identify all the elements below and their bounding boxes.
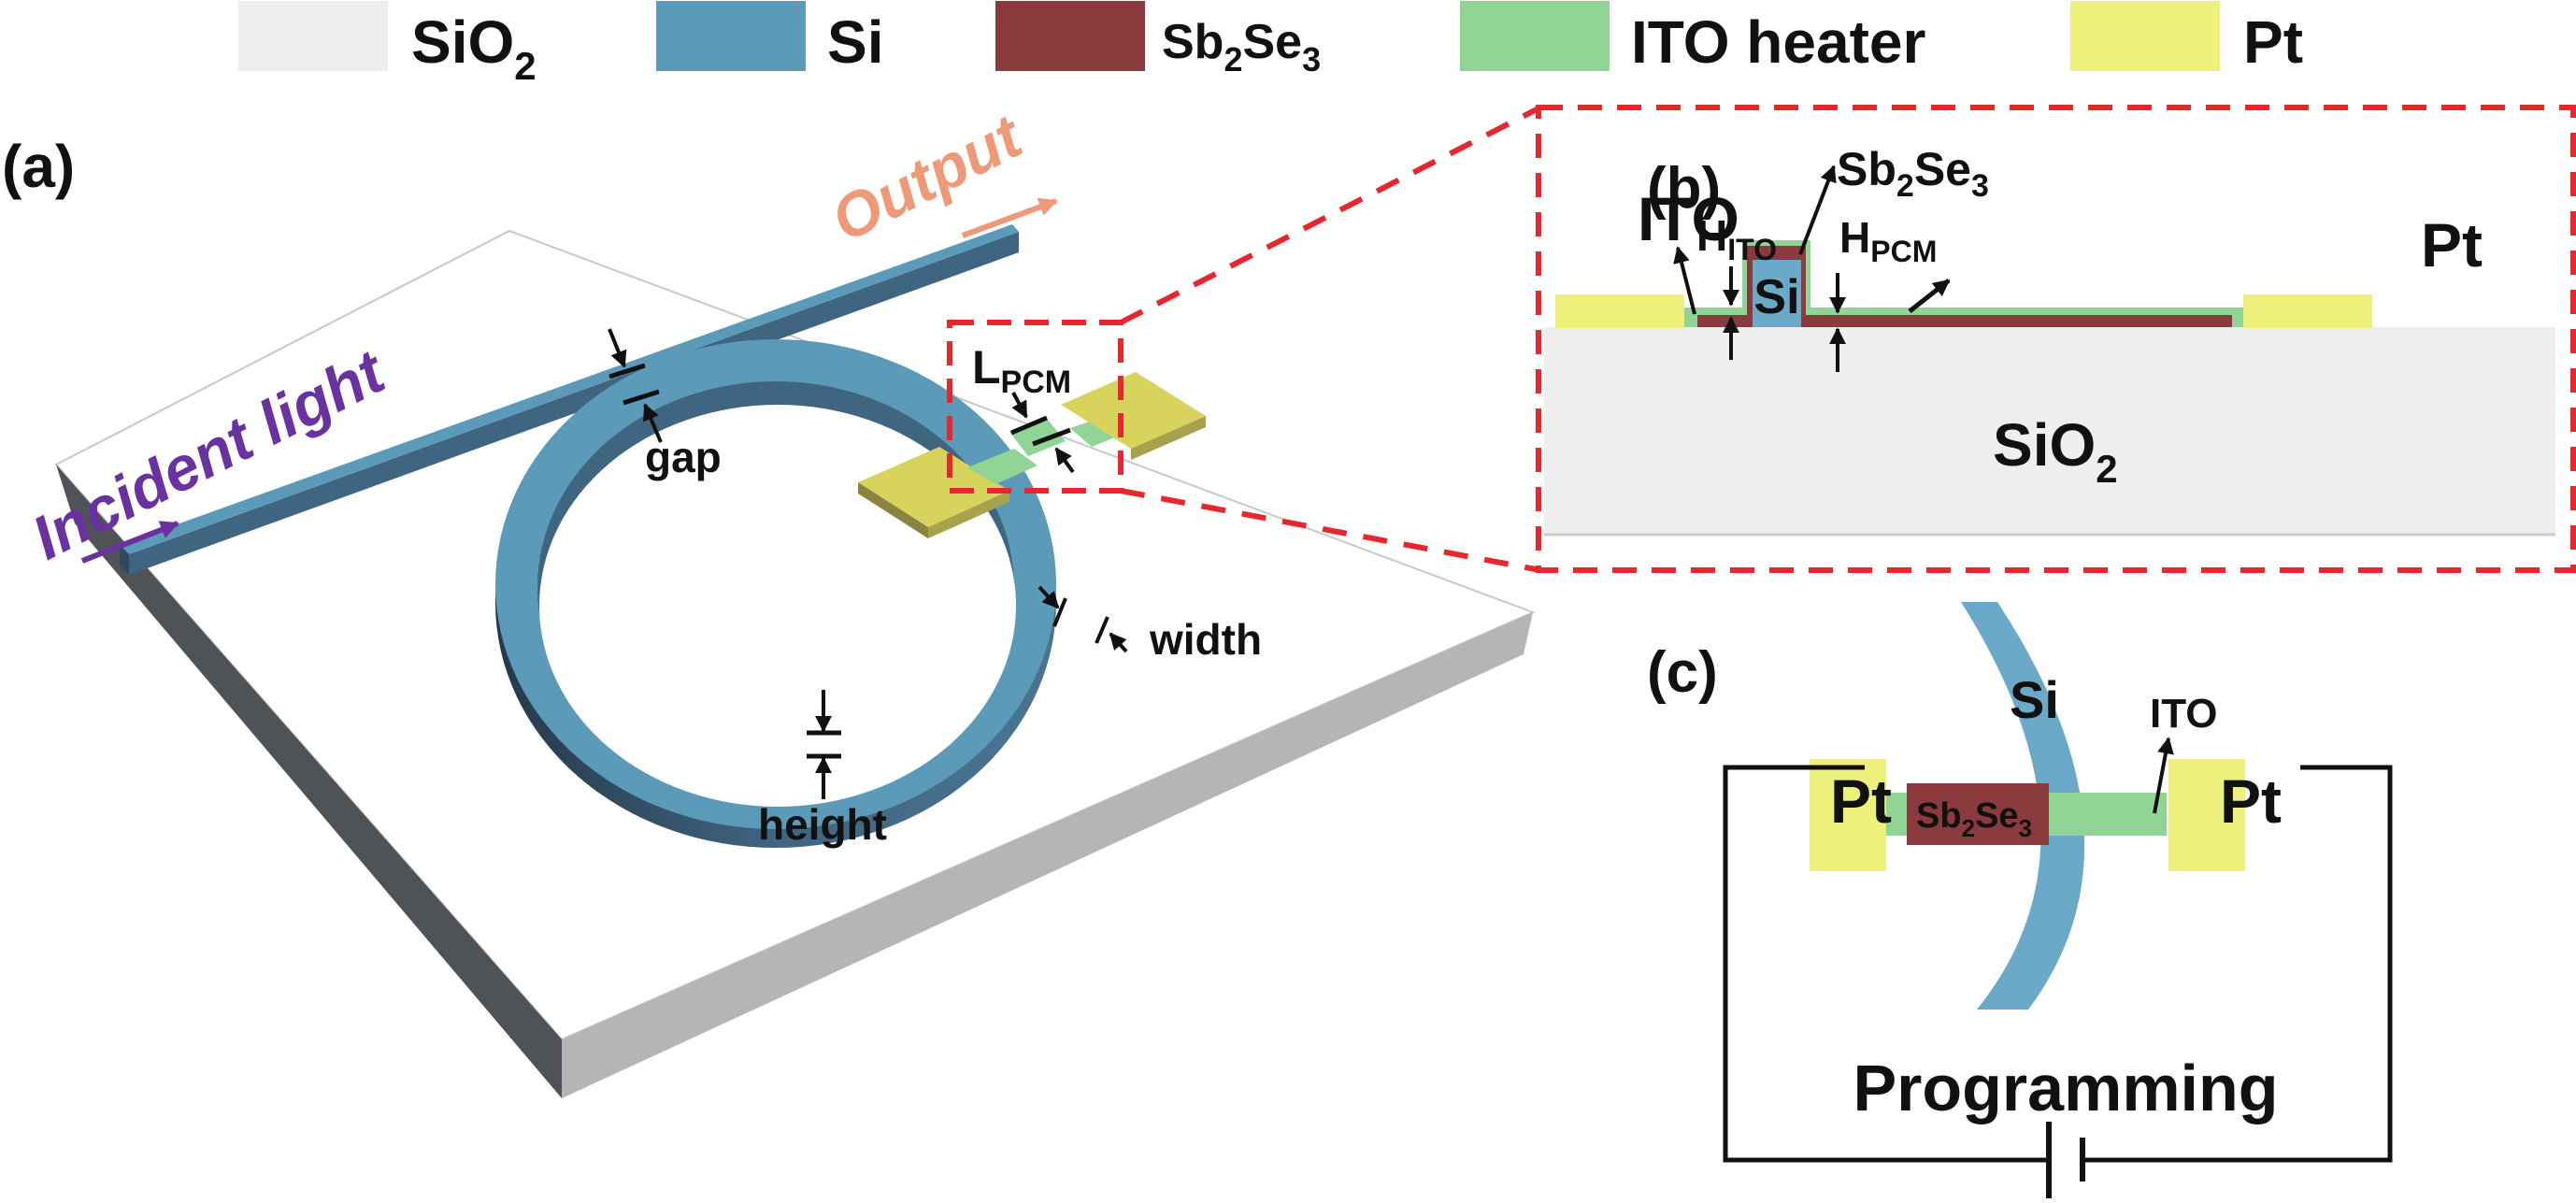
width-label: width (1149, 615, 1262, 664)
ito-strip-left (967, 449, 1038, 484)
legend-swatch-si (656, 1, 806, 71)
programming-label: Programming (1853, 1052, 2278, 1124)
pt-pad-c-right (2168, 759, 2245, 871)
pt-label-c-right: Pt (2220, 766, 2282, 836)
width-arrow-outer (1109, 632, 1128, 653)
panel-b: (b) SiO2 Si ITO HITO Sb2Se3 HPCM Pt (1536, 105, 2576, 573)
gap-label: gap (645, 433, 722, 481)
legend-label-sio2: SiO2 (411, 8, 537, 88)
callout-line-lower (1120, 488, 1541, 573)
lpcm-label: LPCM (972, 341, 1071, 400)
pt-pad-b-left (1555, 294, 1684, 328)
legend-label-sb2se3: Sb2Se3 (1162, 15, 1321, 79)
pt-label-c-left: Pt (1830, 766, 1892, 836)
width-tick-outer (1095, 616, 1109, 644)
sio2-label-b: SiO2 (1993, 411, 2118, 491)
legend: SiO2 Si Sb2Se3 ITO heater Pt (238, 1, 2303, 88)
ito-label-c: ITO (2150, 691, 2218, 737)
callout-line-upper (1119, 105, 1542, 325)
pt-pad-c-left (1810, 759, 1886, 871)
sio2-substrate (1544, 327, 2555, 535)
width-arrow-inner (1038, 585, 1060, 609)
legend-label-pt: Pt (2243, 8, 2303, 76)
sb2se3-label-b: Sb2Se3 (1837, 143, 1989, 204)
panel-c-label: (c) (1647, 640, 1718, 705)
sb2se3-c (1907, 783, 2049, 845)
lpcm-arrow-2 (1054, 447, 1075, 474)
legend-swatch-sio2 (238, 1, 388, 71)
legend-swatch-ito (1460, 1, 1610, 71)
circuit-wire-left (1723, 765, 2048, 1163)
pt-pad-right (1061, 372, 1206, 449)
bus-waveguide-side (129, 232, 1019, 575)
panel-a-label: (a) (2, 133, 75, 200)
pt-label-b: Pt (2421, 210, 2483, 279)
lpcm-tick (1010, 415, 1048, 436)
sb2se3-label-c: Sb2Se3 (1916, 796, 2032, 842)
h-pcm-label: HPCM (1839, 213, 1937, 268)
gap-tick-bottom (623, 389, 660, 406)
incident-arrow-icon (80, 521, 179, 564)
legend-label-si: Si (827, 8, 883, 76)
pt-pad-b-right (2243, 294, 2372, 328)
legend-swatch-pt (2070, 1, 2220, 71)
callout-box-a (947, 320, 1123, 494)
bus-waveguide-end (120, 545, 129, 575)
si-arc-c (1961, 602, 2085, 1010)
pt-pad-left (858, 447, 1009, 527)
si-label-c: Si (2010, 670, 2059, 729)
ito-label-b: ITO (1638, 184, 1739, 253)
si-core-b (1753, 260, 1801, 327)
si-label-b: Si (1753, 270, 1799, 324)
ring-resonator (495, 339, 1056, 848)
panel-a: (a) Inciden (2, 100, 1542, 1098)
sb2se3-layer-b (1697, 246, 2232, 327)
legend-swatch-sb2se3 (995, 1, 1145, 71)
lpcm-tick-2 (1032, 427, 1071, 447)
pt-pad-left-side (858, 482, 928, 538)
legend-label-ito-heater: ITO heater (1631, 8, 1925, 76)
callout-box-b (1536, 105, 2576, 573)
gap-tick-top (608, 363, 646, 380)
height-label: height (758, 800, 887, 849)
ito-pointer-c (2153, 737, 2174, 814)
sb2se3-pointer-b (1798, 165, 1837, 255)
ito-pointer-b (1673, 246, 1696, 315)
width-tick-inner (1052, 597, 1067, 627)
bus-waveguide-top (120, 224, 1019, 554)
output-arrow-icon (961, 197, 1058, 238)
heater-assembly (858, 372, 1206, 538)
circuit-wire-right (2082, 765, 2393, 1163)
pt-pointer-b (1908, 279, 1951, 313)
pt-pad-right-front (1131, 416, 1206, 460)
panel-c: (c) Si Sb2Se3 Pt Pt ITO Programming (1647, 602, 2393, 1198)
gap-arrow-top (608, 328, 627, 368)
substrate-right-face (562, 612, 1533, 1098)
lpcm-arrow (1011, 392, 1028, 419)
panel-b-label: (b) (1647, 156, 1721, 221)
gap-arrow-bottom (643, 403, 663, 443)
pt-pad-left-front (928, 491, 1009, 538)
substrate-left-face (56, 465, 562, 1098)
h-ito-label: HITO (1696, 211, 1777, 266)
